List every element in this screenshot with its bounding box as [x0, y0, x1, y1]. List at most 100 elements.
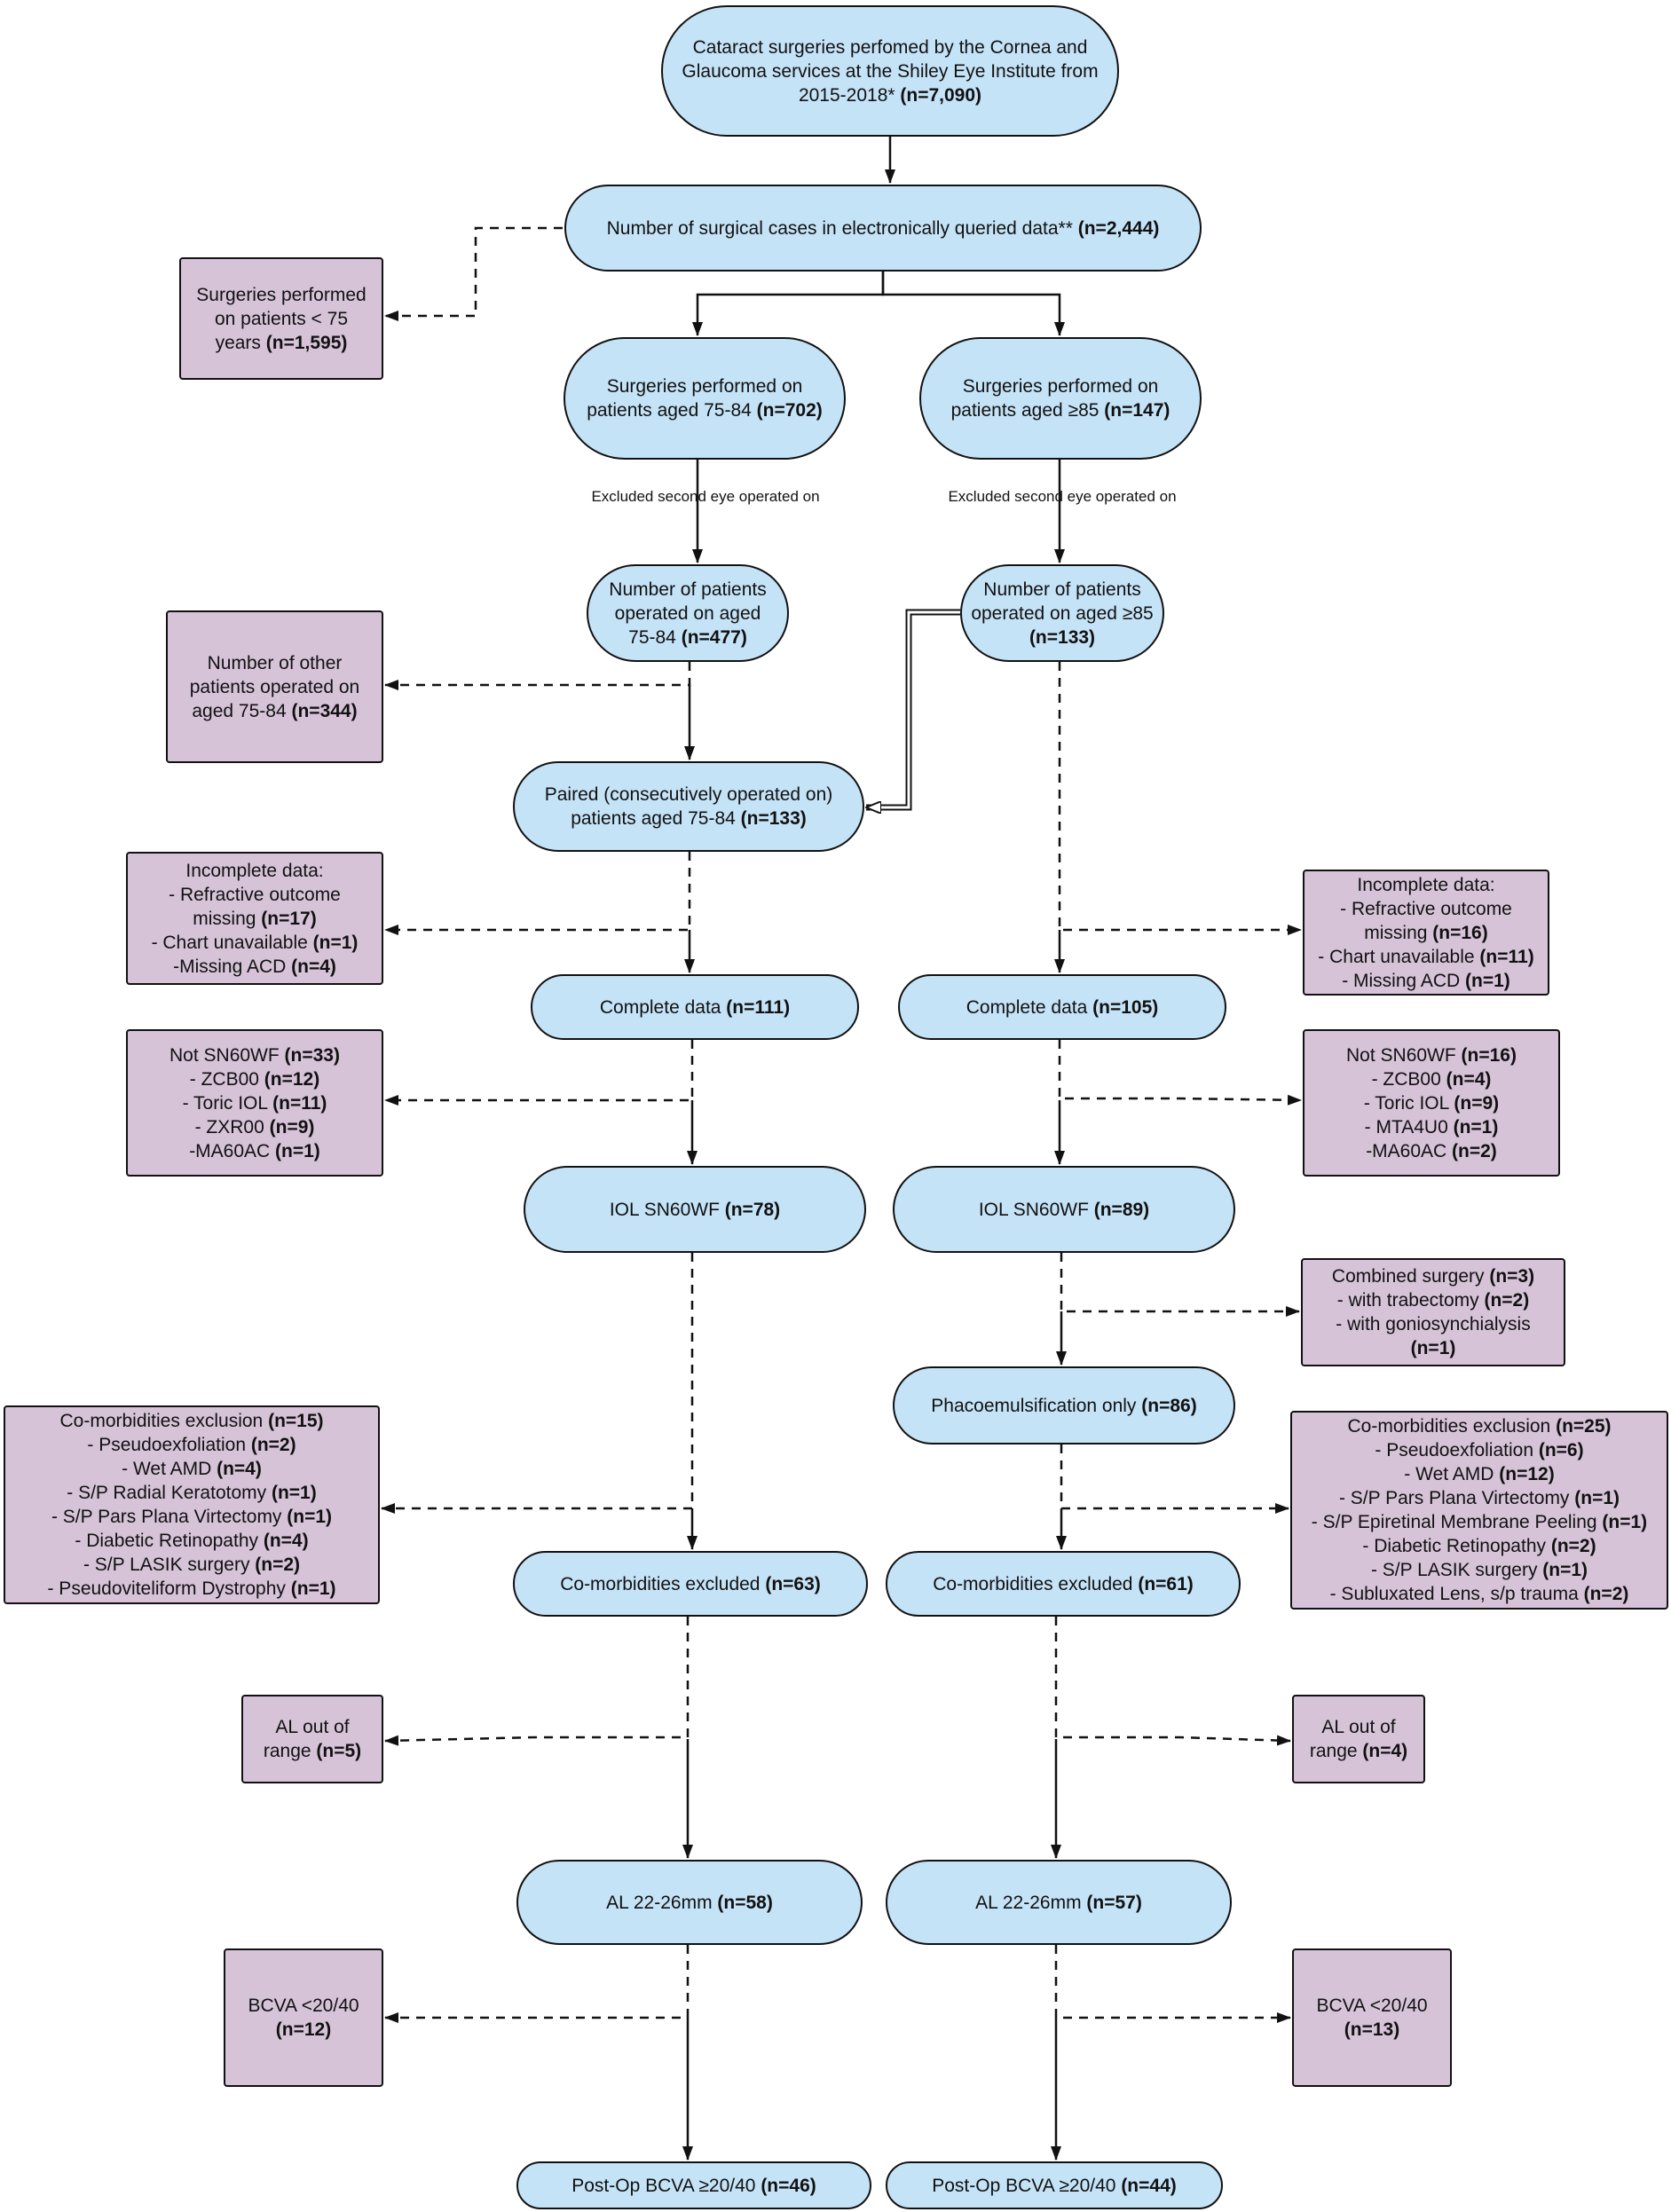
node-text: aged 75-84 [192, 700, 292, 721]
node-text: Co-morbidities exclusion [1347, 1416, 1557, 1437]
node-text-line: Number of patients [609, 578, 766, 602]
node-text: -MA60AC [189, 1140, 276, 1161]
node-count: (n=58) [717, 1892, 773, 1913]
node-right-comorbidities-excluded: Co-morbidities excluded (n=61) [886, 1551, 1241, 1617]
node-text-line: operated on aged ≥85 [971, 602, 1153, 626]
node-text-line: Phacoemulsification only (n=86) [931, 1394, 1196, 1418]
node-text-line: Surgeries performed [196, 283, 366, 307]
node-text: patients operated on [189, 676, 360, 697]
node-text: - ZCB00 [1371, 1068, 1446, 1090]
node-text: Number of other [207, 652, 343, 673]
node-text-line: - Toric IOL (n=11) [183, 1091, 327, 1115]
connector-r_comorb_ex-to-x_r_al [1054, 1617, 1291, 1746]
node-text: AL 22-26mm [606, 1892, 718, 1913]
node-count: (n=2,444) [1077, 217, 1160, 239]
connector-r_pat133-to-x_r_incomplete [1058, 662, 1302, 935]
node-count: (n=147) [1104, 400, 1170, 421]
node-text: - with goniosynchialysis [1336, 1314, 1531, 1334]
node-text-line: patients aged ≥85 (n=147) [951, 398, 1170, 422]
node-text: Combined surgery [1331, 1266, 1490, 1287]
node-text: - Subluxated Lens, s/p trauma [1329, 1584, 1584, 1604]
node-text-line: - Pseudoexfoliation (n=2) [87, 1433, 296, 1457]
connector-l_paired-to-x_l_incomplete [384, 852, 691, 935]
node-right-iol-sn60wf: IOL SN60WF (n=89) [893, 1166, 1235, 1253]
connector-r_pat133-to-l_paired [866, 609, 960, 811]
connector-r_phaco-to-x_r_comorb [1060, 1444, 1289, 1514]
node-text-line: - with trabectomy (n=2) [1337, 1288, 1529, 1312]
node-text: Number of surgical cases in electronical… [606, 217, 1078, 239]
node-count: (n=4) [1362, 1741, 1408, 1761]
node-text: -Missing ACD [173, 956, 292, 977]
node-text-line: - Wet AMD (n=4) [122, 1457, 262, 1481]
node-right-al-22-26: AL 22-26mm (n=57) [886, 1860, 1232, 1945]
node-text-line: - Refractive outcome [1340, 897, 1512, 921]
node-text-line: - Subluxated Lens, s/p trauma (n=2) [1330, 1582, 1629, 1606]
node-count: (n=46) [761, 2175, 816, 2196]
node-text: - MTA4U0 [1364, 1116, 1454, 1137]
node-text: years [215, 332, 266, 353]
node-text-line: on patients < 75 [215, 307, 348, 331]
node-count: (n=12) [275, 2019, 332, 2040]
node-text-line: AL 22-26mm (n=58) [606, 1891, 773, 1915]
node-text-line: 2015-2018* (n=7,090) [799, 83, 981, 107]
node-text-line: (n=1) [1411, 1336, 1456, 1360]
node-count: (n=12) [264, 1068, 320, 1090]
node-text: operated on aged ≥85 [971, 602, 1154, 624]
node-count: (n=2) [250, 1435, 296, 1455]
node-count: (n=477) [681, 626, 747, 648]
node-text: - Pseudoviteliform Dystrophy [47, 1578, 291, 1599]
node-text: 2015-2018* [798, 84, 901, 106]
node-text: operated on aged [614, 602, 761, 624]
node-text-line: Cataract surgeries perfomed by the Corne… [693, 35, 1088, 59]
node-text: - S/P Radial Keratotomy [67, 1483, 272, 1503]
node-text: Not SN60WF [1346, 1044, 1462, 1066]
node-text-line: - Missing ACD (n=1) [1342, 969, 1510, 993]
node-text-line: Not SN60WF (n=16) [1346, 1043, 1517, 1067]
node-text-line: patients aged 75-84 (n=702) [587, 398, 823, 422]
node-count: (n=57) [1086, 1892, 1142, 1913]
node-text: AL 22-26mm [975, 1892, 1087, 1913]
node-count: (n=1) [1602, 1512, 1648, 1532]
node-left-bcva-below: BCVA <20/40(n=12) [224, 1948, 383, 2087]
node-text-line: - Refractive outcome [169, 883, 341, 907]
node-text: Co-morbidities excluded [933, 1573, 1139, 1594]
node-text-line: -Missing ACD (n=4) [173, 955, 336, 979]
node-text-line: - ZCB00 (n=12) [190, 1067, 319, 1091]
node-text: - S/P Epiretinal Membrane Peeling [1311, 1512, 1603, 1532]
node-text-line: (n=13) [1344, 2018, 1399, 2042]
node-text: Complete data [599, 996, 727, 1018]
node-text-line: BCVA <20/40 [248, 1994, 359, 2018]
node-text: Surgeries performed on [962, 376, 1159, 397]
node-count: (n=4) [291, 956, 336, 977]
node-text: - Toric IOL [182, 1092, 273, 1114]
node-count: (n=133) [740, 808, 807, 829]
node-count: (n=2) [1550, 1536, 1596, 1556]
node-text-line: - Wet AMD (n=12) [1404, 1462, 1554, 1486]
node-total-surgeries: Cataract surgeries perfomed by the Corne… [661, 5, 1119, 137]
node-text: IOL SN60WF [978, 1199, 1094, 1220]
node-left-iol-sn60wf: IOL SN60WF (n=78) [524, 1166, 866, 1253]
connector-l_iol-to-x_l_comorb [381, 1253, 694, 1514]
node-count: (n=6) [1538, 1440, 1584, 1460]
node-count: (n=12) [1499, 1464, 1555, 1484]
node-text-line: - ZXR00 (n=9) [195, 1115, 315, 1139]
node-text-line: Complete data (n=105) [966, 996, 1159, 1019]
node-count: (n=1) [287, 1507, 333, 1527]
node-text: -MA60AC [1366, 1140, 1453, 1161]
node-count: (n=16) [1461, 1044, 1517, 1066]
node-text: AL out of [1321, 1717, 1396, 1737]
node-text-line: Surgeries performed on [607, 374, 803, 398]
node-text-line: BCVA <20/40 [1316, 1994, 1427, 2018]
connector-n_queried-to-r_age85 [881, 272, 1065, 336]
node-count: (n=11) [272, 1092, 327, 1114]
node-text: BCVA <20/40 [1316, 1996, 1428, 2016]
connector-n_queried-to-l_age7584 [692, 272, 885, 336]
node-text: Glaucoma services at the Shiley Eye Inst… [682, 60, 1099, 82]
